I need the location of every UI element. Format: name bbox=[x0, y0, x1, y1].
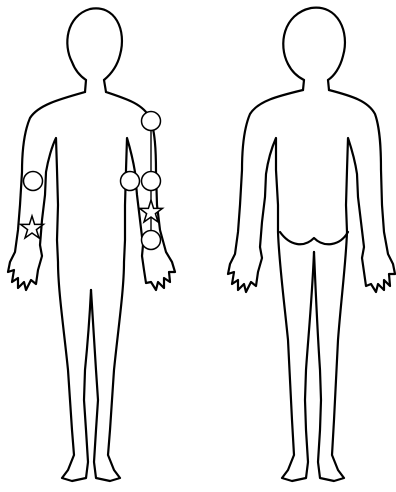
back-buttocks-crease bbox=[280, 232, 348, 244]
front-face-left bbox=[72, 62, 86, 80]
marker-circle-left-elbow-outer bbox=[121, 172, 140, 191]
back-head bbox=[283, 8, 345, 80]
back-head-jaw bbox=[288, 64, 304, 80]
back-body-outline-left bbox=[228, 90, 314, 481]
marker-circle-left-elbow-inner bbox=[142, 172, 161, 191]
front-body-outline-right bbox=[91, 92, 175, 481]
marker-circle-left-shoulder bbox=[142, 112, 161, 131]
marker-circle-right-upper-arm bbox=[24, 172, 43, 191]
marker-circle-left-wrist bbox=[142, 231, 161, 250]
front-body-outline-left bbox=[8, 92, 91, 481]
back-body-outline-right bbox=[314, 90, 395, 481]
back-neck bbox=[303, 80, 329, 90]
back-view-figure bbox=[228, 8, 395, 481]
front-neck bbox=[85, 80, 106, 92]
